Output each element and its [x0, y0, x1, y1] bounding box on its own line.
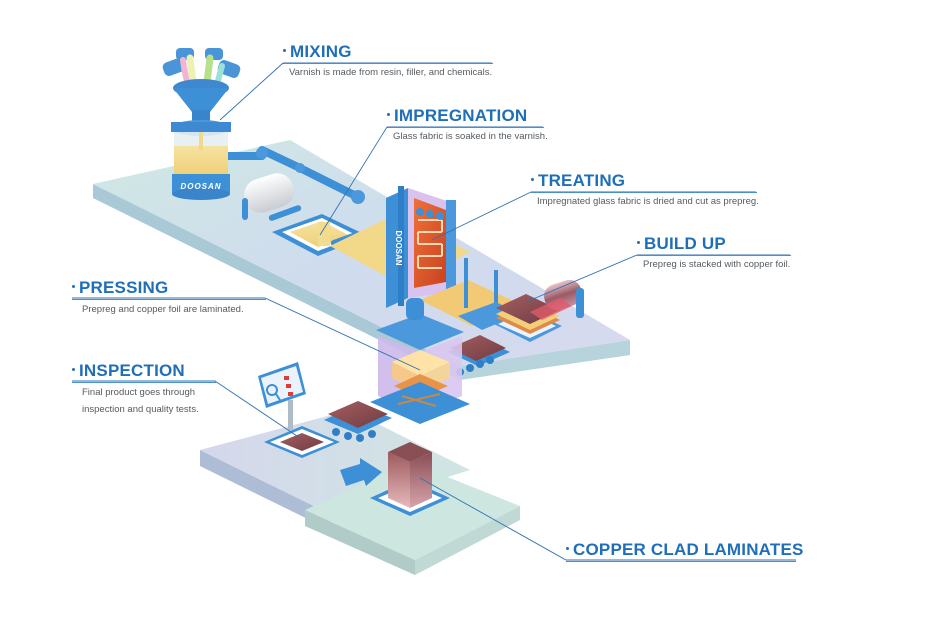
divider	[531, 192, 757, 193]
copper-clad-laminate-block	[370, 442, 450, 516]
divider	[566, 561, 796, 562]
step-title-text: BUILD UP	[644, 234, 726, 253]
step-title-text: COPPER CLAD LAMINATES	[573, 540, 804, 559]
callout-treating: TREATING Impregnated glass fabric is dri…	[531, 171, 759, 210]
step-title-mixing: MIXING	[283, 42, 493, 62]
step-title-pressing: PRESSING	[72, 278, 266, 298]
bullet-icon	[387, 113, 390, 117]
leader-inspection	[72, 380, 301, 439]
callout-mixing: MIXING Varnish is made from resin, fille…	[283, 42, 493, 81]
divider	[72, 299, 266, 300]
step-description-treating: Impregnated glass fabric is dried and cu…	[537, 196, 759, 207]
step-title-text: PRESSING	[79, 278, 169, 297]
bullet-icon	[531, 178, 534, 182]
step-description-pressing: Prepreg and copper foil are laminated.	[82, 304, 244, 315]
bullet-icon	[72, 285, 75, 289]
step-title-text: IMPREGNATION	[394, 106, 528, 125]
bullet-icon	[72, 368, 75, 372]
step-title-build-up: BUILD UP	[637, 234, 791, 254]
step-title-treating: TREATING	[531, 171, 757, 191]
step-description-inspection-line1: Final product goes through	[82, 387, 196, 398]
divider	[637, 255, 791, 256]
varnish-pipe	[236, 146, 365, 204]
conveyor-upper	[448, 335, 510, 376]
leader-pressing	[72, 297, 421, 371]
step-title-copper-clad-laminates: COPPER CLAD LAMINATES	[566, 540, 803, 560]
step-description-mixing: Varnish is made from resin, filler, and …	[289, 67, 493, 78]
callout-pressing: PRESSING Prepreg and copper foil are lam…	[72, 278, 266, 318]
inspection-station	[258, 362, 340, 458]
treating-oven: DOOSAN	[386, 186, 456, 308]
mixing-tank: DOOSAN	[162, 48, 244, 200]
callout-build-up: BUILD UP Prepreg is stacked with copper …	[637, 234, 791, 273]
build-up-station	[494, 279, 584, 342]
divider	[283, 63, 493, 64]
glass-fabric-roll	[242, 173, 302, 221]
divider	[387, 127, 544, 128]
callout-impregnation: IMPREGNATION Glass fabric is soaked in t…	[387, 106, 548, 145]
divider	[72, 382, 216, 383]
step-description-impregnation: Glass fabric is soaked in the varnish.	[393, 131, 548, 142]
brand-logo: DOOSAN	[394, 230, 403, 265]
leader-copper-clad	[419, 477, 796, 561]
step-title-impregnation: IMPREGNATION	[387, 106, 544, 126]
bullet-icon	[637, 241, 640, 245]
step-description-inspection-line2: inspection and quality tests.	[82, 404, 199, 415]
brand-logo: DOOSAN	[180, 182, 221, 191]
callout-copper-clad-laminates: COPPER CLAD LAMINATES	[566, 540, 803, 562]
bullet-icon	[283, 49, 286, 53]
step-title-text: MIXING	[290, 42, 352, 61]
step-title-text: TREATING	[538, 171, 626, 190]
bullet-icon	[566, 547, 569, 551]
step-title-text: INSPECTION	[79, 361, 185, 380]
conveyor-middle	[324, 401, 392, 442]
flow-arrow-icon	[340, 458, 382, 486]
callout-inspection: INSPECTION Final product goes through in…	[72, 361, 216, 418]
step-title-inspection: INSPECTION	[72, 361, 216, 381]
step-description-build-up: Prepreg is stacked with copper foil.	[643, 259, 791, 270]
